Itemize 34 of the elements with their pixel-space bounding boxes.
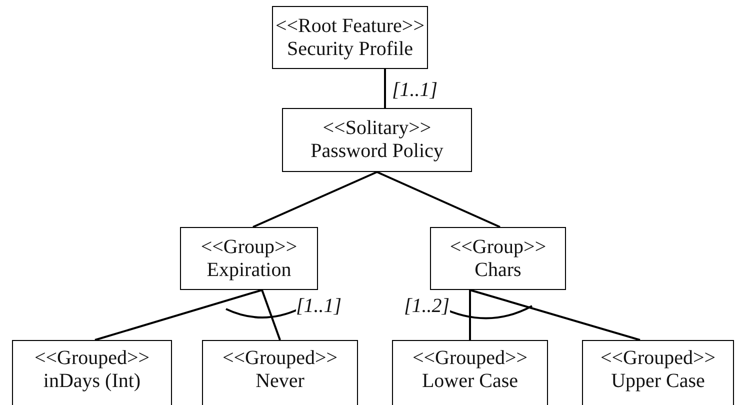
connector-line [384,69,386,108]
feature-box [282,108,472,172]
connector-line [252,171,378,228]
stereotype-label: <<Grouped>> [34,347,150,370]
feature-name: inDays (Int) [43,370,141,393]
feature-box [272,6,428,69]
feature-name: Chars [474,258,522,282]
feature-name: Expiration [206,258,292,282]
feature-box [582,340,734,405]
feature-name: Upper Case [611,370,705,393]
stereotype-label: <<Root Feature>> [276,14,424,38]
feature-name: Lower Case [422,370,518,393]
feature-box [180,227,318,290]
feature-name: Password Policy [310,140,444,163]
feature-name: Security Profile [286,38,414,60]
connector-line [469,290,471,340]
connector-line [470,289,640,341]
connector-line [94,289,262,341]
feature-box [12,340,172,405]
edge-label: [1..1] [392,79,438,101]
stereotype-label: <<Grouped>> [412,347,528,370]
feature-name: Never [256,370,304,393]
stereotype-label: <<Grouped>> [222,347,338,370]
feature-box [202,340,358,405]
cardinality-label: [1..1] [296,295,342,317]
connector-line [376,171,500,228]
cardinality-label: [1..2] [404,295,450,317]
feature-box [392,340,548,405]
stereotype-label: <<Solitary>> [322,117,432,140]
stereotype-label: <<Grouped>> [600,347,716,370]
connector-line [261,290,281,340]
feature-box [430,227,566,290]
stereotype-label: <<Group>> [450,236,546,258]
stereotype-label: <<Group>> [200,236,298,258]
